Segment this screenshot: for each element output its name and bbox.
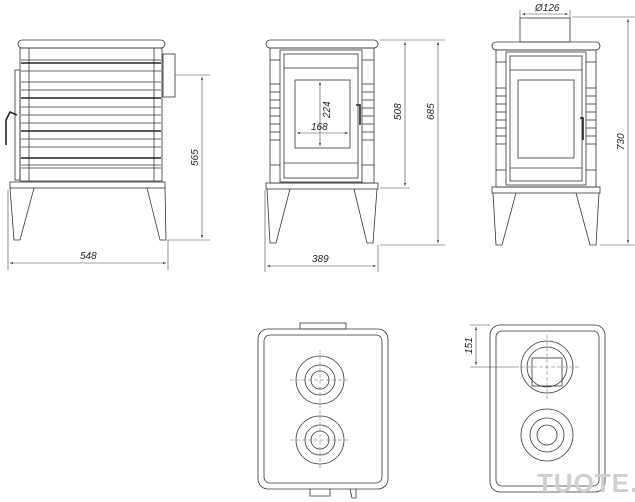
dim-side-width: 548 xyxy=(80,251,97,262)
dim-rear-height-total: 730 xyxy=(616,133,627,150)
dim-front-height-total: 685 xyxy=(426,103,437,120)
dim-front-height-body: 508 xyxy=(393,103,404,120)
door-handle-icon xyxy=(5,110,18,145)
dim-window-width: 168 xyxy=(311,122,328,133)
door-handle-icon xyxy=(356,104,361,125)
top-view-right: 151 xyxy=(464,324,606,493)
door-handle-icon xyxy=(580,117,584,140)
side-view: 548 565 xyxy=(5,39,210,270)
dim-window-height: 224 xyxy=(322,101,333,119)
top-view-left xyxy=(257,322,389,499)
dim-flue-offset: 151 xyxy=(464,337,475,354)
rear-view: Ø126 730 xyxy=(491,3,635,246)
front-view: 224 168 389 508 685 xyxy=(264,39,445,272)
dim-flue-diameter: Ø126 xyxy=(534,3,560,14)
watermark: TUOTE.FI xyxy=(537,468,635,498)
dim-front-width: 389 xyxy=(312,254,329,265)
dim-side-height: 565 xyxy=(190,149,201,166)
